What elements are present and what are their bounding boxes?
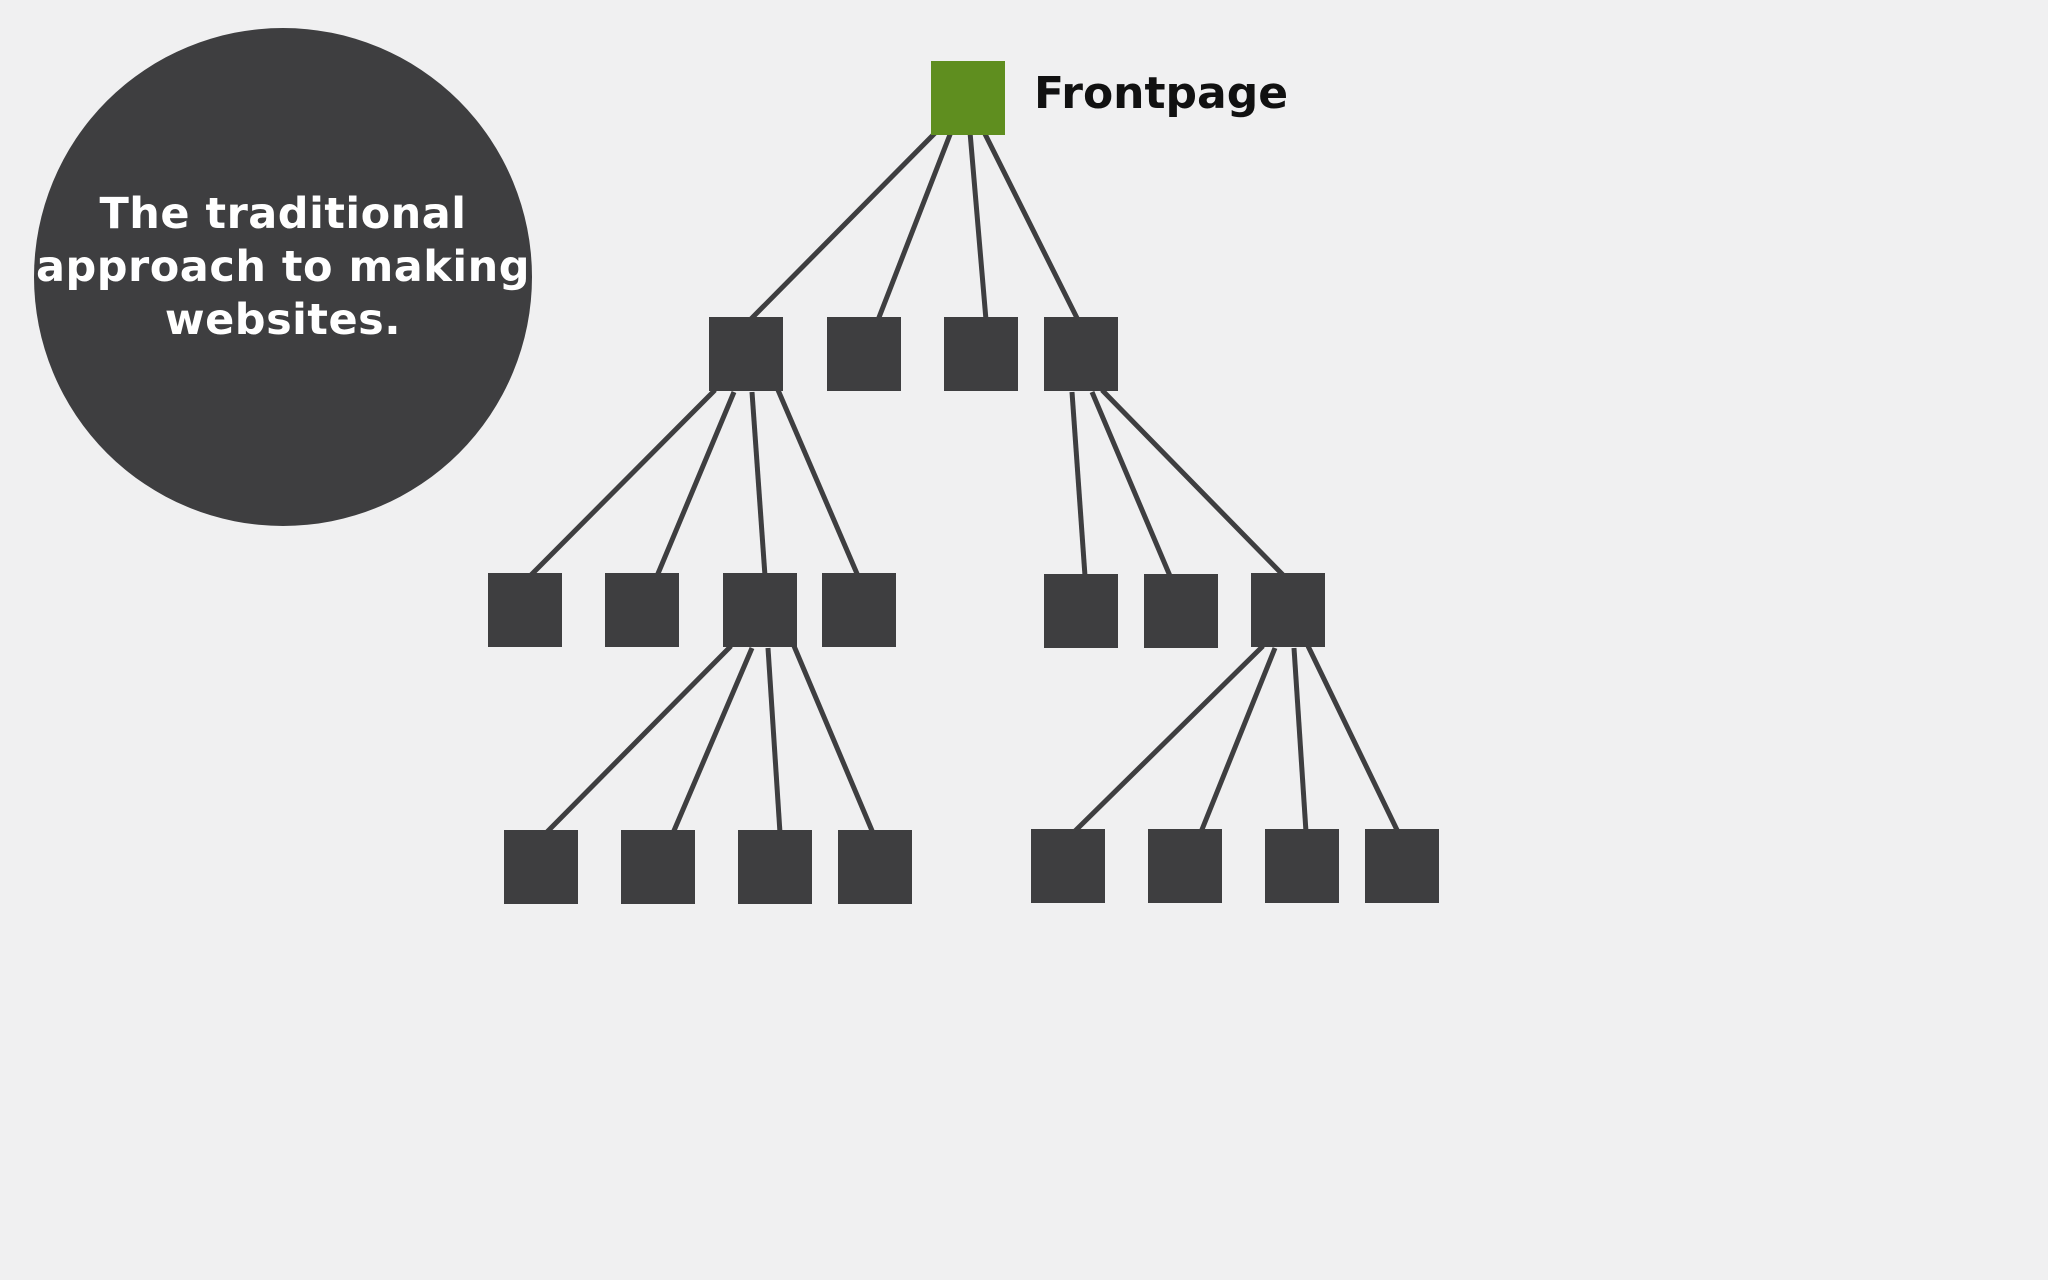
page-node-4 — [1044, 317, 1118, 391]
leaf-page-node-4 — [838, 830, 912, 904]
connector-root-to-page-1 — [748, 126, 942, 322]
connector-page-4-to-sub-6 — [1089, 391, 1173, 577]
connector-root-to-page-4 — [980, 128, 1081, 322]
leaf-page-node-3 — [738, 830, 812, 904]
connector-sub-3-to-leaf-3 — [765, 647, 783, 834]
connector-root-to-page-2 — [875, 131, 954, 321]
intro-line-3: websites. — [164, 295, 402, 345]
subpage-node-3 — [723, 573, 797, 647]
connector-sub-7-to-leaf-5 — [1072, 644, 1265, 834]
connector-sub-7-to-leaf-7 — [1291, 647, 1309, 833]
subpage-node-7 — [1251, 573, 1325, 647]
leaf-page-node-2 — [621, 830, 695, 904]
connector-lines — [528, 126, 1401, 835]
subpage-node-2 — [605, 573, 679, 647]
page-nodes — [488, 61, 1439, 904]
subpage-node-4 — [822, 573, 896, 647]
connector-root-to-page-3 — [967, 131, 989, 321]
intro-circle: The traditional approach to making websi… — [34, 28, 532, 526]
leaf-page-node-5 — [1031, 829, 1105, 903]
subpage-node-1 — [488, 573, 562, 647]
intro-text: The traditional approach to making websi… — [34, 188, 532, 347]
leaf-page-node-1 — [504, 830, 578, 904]
subpage-node-5 — [1044, 574, 1118, 648]
page-node-1 — [709, 317, 783, 391]
connector-page-1-to-sub-3 — [749, 391, 768, 577]
intro-line-2: approach to making — [35, 242, 531, 292]
page-node-2 — [827, 317, 901, 391]
connector-sub-3-to-leaf-2 — [670, 647, 755, 834]
subpage-node-6 — [1144, 574, 1218, 648]
connector-page-4-to-sub-5 — [1069, 391, 1088, 577]
leaf-page-node-8 — [1365, 829, 1439, 903]
connector-sub-7-to-leaf-8 — [1305, 644, 1401, 834]
frontpage-label: Frontpage — [1034, 68, 1289, 119]
connector-page-1-to-sub-1 — [528, 388, 717, 578]
connector-sub-3-to-leaf-1 — [544, 644, 733, 835]
connector-sub-7-to-leaf-6 — [1198, 647, 1278, 833]
leaf-page-node-6 — [1148, 829, 1222, 903]
connector-sub-3-to-leaf-4 — [791, 645, 876, 834]
intro-line-1: The traditional — [99, 189, 467, 239]
connector-page-1-to-sub-2 — [654, 391, 737, 577]
frontpage-node — [931, 61, 1005, 135]
connector-page-1-to-sub-4 — [775, 389, 861, 577]
leaf-page-node-7 — [1265, 829, 1339, 903]
page-node-3 — [944, 317, 1018, 391]
connector-page-4-to-sub-7 — [1100, 388, 1286, 578]
